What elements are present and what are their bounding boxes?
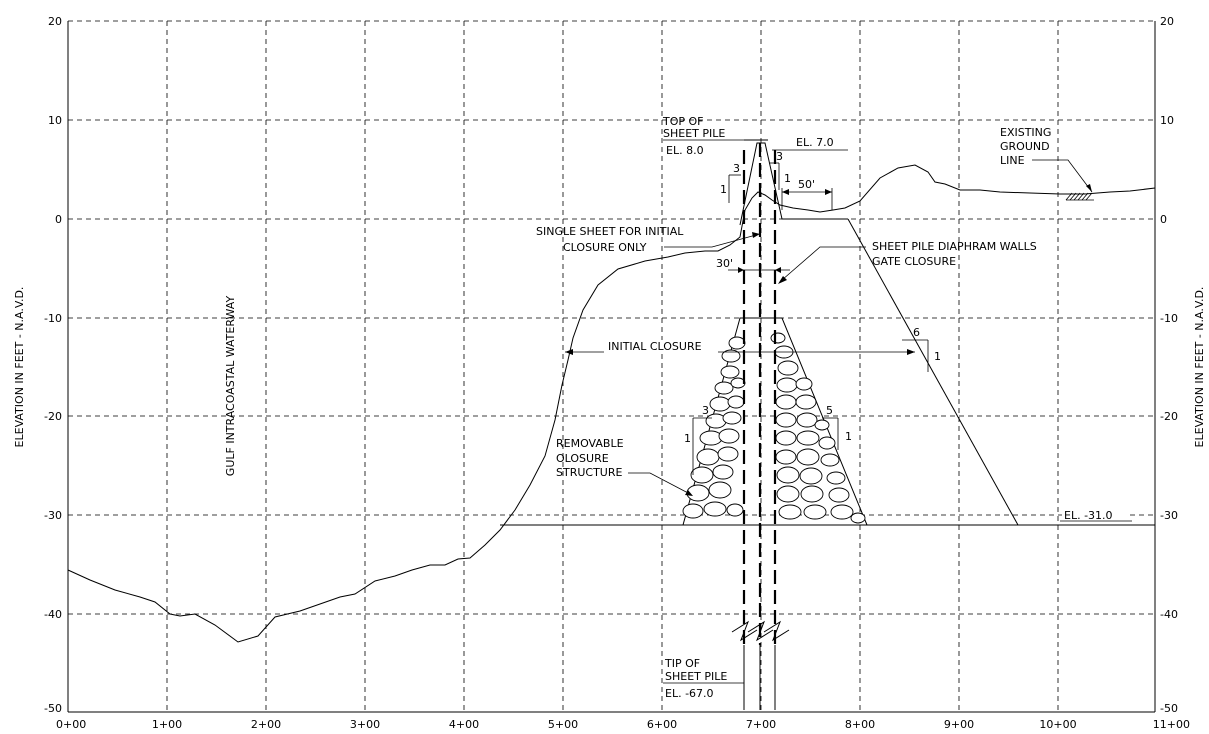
x-tick-label: 11+00	[1153, 718, 1190, 731]
waterway-label: GULF INTRACOASTAL WATERWAY	[224, 296, 237, 477]
single-sheet-text-1: SINGLE SHEET FOR INITIAL	[536, 225, 684, 238]
x-tick-label: 9+00	[944, 718, 974, 731]
existing-ground-text-3: LINE	[1000, 154, 1025, 167]
rock-slope-3-1-marker: 3 1	[684, 404, 712, 475]
embankment-right-slope	[847, 218, 1019, 526]
removable-text-2: OLOSURE	[556, 452, 609, 465]
y-tick-label: 20	[48, 15, 62, 28]
y-tick-label: 10	[1160, 114, 1174, 127]
initial-closure-dimension: INITIAL CLOSURE	[565, 340, 915, 355]
x-tick-label: 0+00	[56, 718, 86, 731]
el-top-text: EL. 8.0	[666, 144, 704, 157]
x-tick-label: 2+00	[251, 718, 281, 731]
y-tick-label: -50	[1160, 702, 1178, 715]
x-tick-label: 10+00	[1039, 718, 1076, 731]
rock-slope-5-text: 5	[826, 404, 833, 417]
diaphram-text-1: SHEET PILE DIAPHRAM WALLS	[872, 240, 1037, 253]
crest-slope-3-right: 3	[776, 150, 783, 163]
y-tick-labels-left: 20 10 0 -10 -20 -30 -40 -50	[44, 15, 62, 715]
existing-ground-text-1: EXISTING	[1000, 126, 1051, 139]
y-tick-label: -20	[1160, 410, 1178, 423]
y-tick-label: -40	[44, 608, 62, 621]
y-tick-label: 20	[1160, 15, 1174, 28]
x-tick-label: 1+00	[152, 718, 182, 731]
station-gridlines	[166, 21, 1059, 712]
single-sheet-callout: SINGLE SHEET FOR INITIAL CLOSURE ONLY	[536, 225, 760, 254]
tip-text-1: TIP OF	[664, 657, 700, 670]
y-tick-label: -30	[1160, 509, 1178, 522]
crest-elevation-callout: EL. 7.0	[772, 136, 848, 151]
crest-slope-1-right: 1	[784, 172, 791, 185]
dim-30-text: 30'	[716, 257, 733, 270]
elevation-gridlines	[68, 20, 1155, 615]
tip-of-sheet-pile-callout: TIP OF SHEET PILE EL. -67.0	[663, 657, 744, 700]
el-tip-text: EL. -67.0	[665, 687, 714, 700]
existing-ground-line	[67, 164, 1156, 643]
y-tick-label: -10	[44, 312, 62, 325]
y-axis-title-right: ELEVATION IN FEET - N.A.V.D.	[1193, 287, 1206, 448]
plot-frame	[67, 21, 1156, 713]
crest-slope-3-left: 3	[733, 162, 740, 175]
rock-closure-structure	[682, 317, 868, 526]
ground-hatch-icon	[1065, 192, 1094, 201]
removable-text-1: REMOVABLE	[556, 437, 624, 450]
x-tick-label: 7+00	[746, 718, 776, 731]
tip-text-2: SHEET PILE	[665, 670, 727, 683]
top-of-pile-text-2: SHEET PILE	[663, 127, 725, 140]
el-crest-text: EL. 7.0	[796, 136, 834, 149]
rock-slope-5-1-marker: 5 1	[822, 404, 852, 450]
dim-50-text: 50'	[798, 178, 815, 191]
x-tick-label: 5+00	[548, 718, 578, 731]
x-tick-labels: 0+00 1+00 2+00 3+00 4+00 5+00 6+00 7+00 …	[56, 718, 1190, 731]
top-of-sheet-pile-callout: TOP OF SHEET PILE EL. 8.0	[662, 115, 768, 157]
removable-text-3: STRUCTURE	[556, 466, 622, 479]
y-tick-label: 0	[1160, 213, 1167, 226]
sheet-pile-walls	[742, 143, 777, 710]
existing-ground-text-2: GROUND	[1000, 140, 1050, 153]
crest-slope-1-left: 1	[720, 183, 727, 196]
dimension-50ft: 50'	[781, 178, 833, 210]
removable-closure-callout: REMOVABLE OLOSURE STRUCTURE	[556, 437, 693, 496]
x-tick-label: 3+00	[350, 718, 380, 731]
base-elevation-callout: EL. -31.0	[1060, 508, 1132, 522]
y-axis-title-left: ELEVATION IN FEET - N.A.V.D.	[13, 287, 26, 448]
x-tick-label: 6+00	[647, 718, 677, 731]
x-tick-label: 8+00	[845, 718, 875, 731]
dimension-30ft: 30'	[716, 257, 790, 273]
y-tick-label: -30	[44, 509, 62, 522]
slope-6-1-text: 1	[934, 350, 941, 363]
existing-ground-callout: EXISTING GROUND LINE	[1000, 126, 1093, 193]
riprap-fill	[682, 332, 866, 524]
break-symbol-icon	[731, 620, 790, 642]
slope-6-1-marker: 6 1	[902, 326, 941, 372]
single-sheet-text-2: CLOSURE ONLY	[563, 241, 647, 254]
rock-slope-3-1-text: 1	[684, 432, 691, 445]
rock-slope-5-1-text: 1	[845, 430, 852, 443]
initial-closure-text: INITIAL CLOSURE	[608, 340, 702, 353]
y-tick-label: -10	[1160, 312, 1178, 325]
rock-slope-3-text: 3	[702, 404, 709, 417]
y-tick-label: 10	[48, 114, 62, 127]
el-base-text: EL. -31.0	[1064, 509, 1113, 522]
embankment-crest	[739, 142, 848, 226]
y-tick-label: -20	[44, 410, 62, 423]
slope-6-text: 6	[913, 326, 920, 339]
crest-slope-markers: 3 1 3 1	[720, 150, 791, 203]
y-tick-label: -40	[1160, 608, 1178, 621]
y-tick-label: -50	[44, 702, 62, 715]
y-tick-label: 0	[55, 213, 62, 226]
diaphram-walls-callout: SHEET PILE DIAPHRAM WALLS GATE CLOSURE	[778, 240, 1037, 284]
x-tick-label: 4+00	[449, 718, 479, 731]
y-tick-labels-right: 20 10 0 -10 -20 -30 -40 -50	[1160, 15, 1178, 715]
diaphram-text-2: GATE CLOSURE	[872, 255, 956, 268]
top-of-pile-text-1: TOP OF	[662, 115, 704, 128]
